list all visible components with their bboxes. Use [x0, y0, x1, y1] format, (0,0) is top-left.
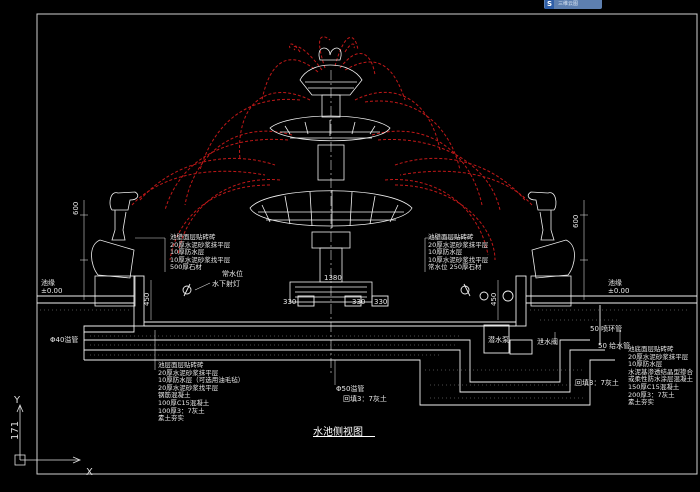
dim-right-600: 600 [572, 214, 580, 228]
dimensions [80, 200, 588, 320]
dim-330-a: 330 [283, 298, 297, 306]
backfill-center-label: 回填3：7灰土 [343, 395, 387, 403]
loop-pipe-label: 50 喷环管 [590, 325, 623, 333]
layer-item: 20厚水泥砂浆抹平层 [170, 240, 231, 249]
left-edge-label: 池缘 [41, 279, 55, 287]
layer-item: 池底面层贴砖砖 [628, 345, 674, 353]
layer-item: 20厚水泥砂浆抹平层 [428, 240, 489, 249]
layer-item: 素土夯实 [158, 414, 184, 423]
right-edge-elev: ±0.00 [608, 287, 630, 295]
layer-item: 20厚水泥砂浆抹平层 [158, 368, 219, 377]
statues [91, 191, 575, 307]
layer-item: 100厚C15混凝土 [158, 398, 210, 407]
water-jets [131, 36, 533, 261]
left-wall-layers: 池壁面层贴砖砖 20厚水泥砂浆抹平层 10厚防水层 10厚水泥砂浆找平层 500… [170, 233, 231, 272]
ucs-number: 171 [10, 420, 21, 440]
layer-item: 10厚水泥砂浆找平层 [428, 255, 489, 264]
bottom-right-layers: 池底面层贴砖砖 20厚水泥砂浆抹平层 10厚防水层 水泥基渗透结晶型掺合 或柔性… [628, 345, 693, 407]
hatch [40, 309, 690, 399]
layer-item: 钢筋混凝土 [158, 391, 191, 400]
layer-item: 水泥基渗透结晶型掺合 [628, 367, 693, 376]
left-edge-elev: ±0.00 [41, 287, 63, 295]
app-badge [544, 0, 602, 9]
pool-structure [37, 275, 697, 406]
app-badge-label: 三维云图 [558, 1, 579, 7]
app-logo-icon: S [545, 0, 554, 9]
bottom-left-layers: 池层面层贴砖砖 20厚水泥砂浆抹平层 10厚防水层（可选用油毛毡） 20厚水泥砂… [158, 361, 245, 423]
layer-item: 10厚防水层 [628, 360, 663, 369]
drain-label: 泄水阀 [537, 338, 558, 346]
ucs-icon [14, 403, 82, 466]
layer-item: 10厚防水层（可选用油毛毡） [158, 376, 245, 385]
dim-330-b: 330 [352, 298, 366, 306]
layer-item: 100厚3：7灰土 [158, 406, 205, 415]
pipe-center-label: Φ50溢管 [336, 385, 365, 393]
layer-item: 池壁面层贴砖砖 [428, 233, 474, 241]
right-wall-layers: 池壁面层贴砖砖 20厚水泥砂浆抹平层 10厚防水层 10厚水泥砂浆找平层 常水位… [428, 233, 489, 272]
dim-left-450: 450 [143, 292, 151, 306]
leaders [135, 237, 621, 385]
layer-item: 10厚防水层 [428, 248, 463, 257]
dim-left-600: 600 [72, 201, 80, 215]
layer-item: 或柔性防水涂层混凝土 [628, 375, 693, 384]
layer-item: 10厚防水层 [170, 248, 205, 257]
pump-label: 潜水泵 [488, 336, 509, 344]
layer-item: 20厚水泥砂浆找平层 [158, 383, 219, 392]
layer-item: 200厚3：7灰土 [628, 390, 675, 399]
dim-center: 1380 [324, 274, 342, 282]
layer-item: 素土夯实 [628, 398, 654, 407]
dim-right-450: 450 [490, 292, 498, 306]
layer-item: 池壁面层贴砖砖 [170, 233, 216, 241]
lamp-label: 水下射灯 [212, 280, 240, 288]
backfill-right-label: 回填3：7灰土 [575, 379, 619, 387]
drawing-title: 水池侧视图 [313, 427, 363, 438]
layer-item: 150厚C15混凝土 [628, 382, 680, 391]
ucs-y-label: Y [14, 395, 21, 406]
water-level-label: 常水位 [222, 270, 243, 278]
ucs-x-label: X [86, 467, 93, 478]
drawing-frame [36, 13, 698, 475]
layer-item: 常水位 250厚石材 [428, 263, 482, 272]
layer-item: 池层面层贴砖砖 [158, 361, 204, 369]
pipe-left-label: Φ40溢管 [50, 336, 79, 344]
layer-item: 20厚水泥砂浆抹平层 [628, 352, 689, 361]
supply-pipe-label: 50 给水管 [598, 342, 631, 350]
dim-330-c: 330 [374, 298, 388, 306]
title-underline [313, 436, 375, 437]
layer-item: 10厚水泥砂浆找平层 [170, 255, 231, 264]
right-edge-label: 池缘 [608, 279, 622, 287]
layer-item: 500厚石材 [170, 263, 202, 272]
